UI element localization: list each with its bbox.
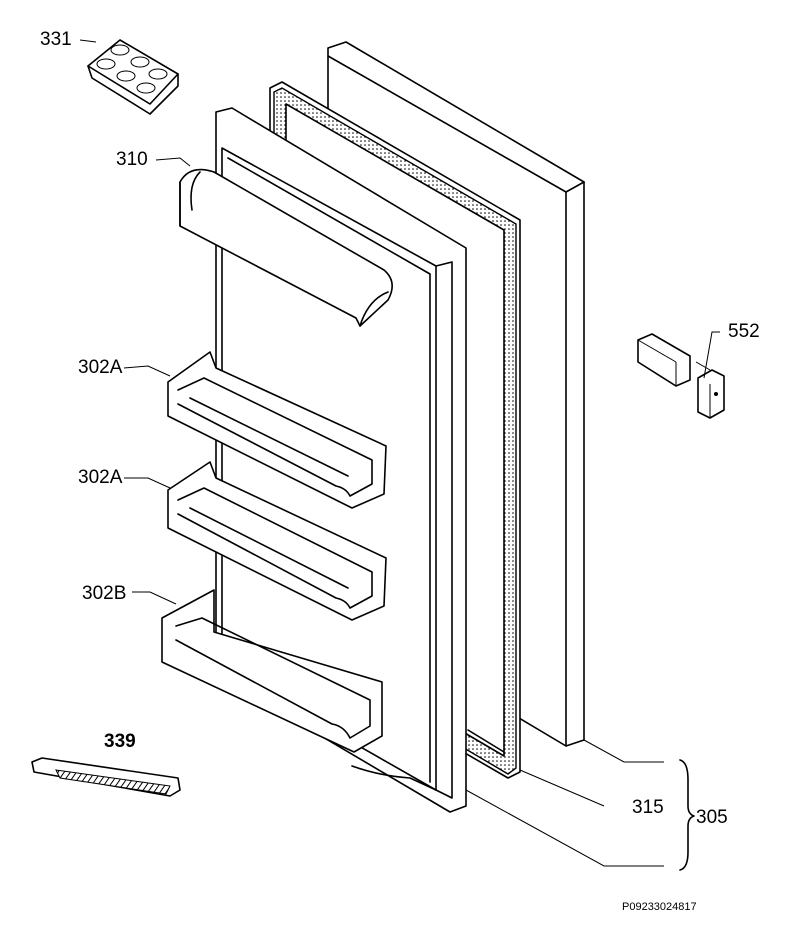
label-shelf-b: 302B	[82, 583, 127, 604]
label-shelf-a-middle: 302A	[78, 467, 123, 488]
leader-lines	[79, 39, 720, 871]
label-bottle-rack: 339	[104, 731, 136, 752]
label-egg-tray: 331	[40, 29, 72, 50]
bottle-rack-part	[31, 757, 181, 797]
label-butter-lid: 310	[116, 149, 148, 170]
label-shelf-a-upper: 302A	[78, 357, 123, 378]
door-shelf-middle	[167, 461, 387, 621]
door-shelf-upper	[167, 351, 387, 509]
butter-lid-part	[179, 168, 393, 327]
bottle-shelf	[161, 589, 383, 753]
label-gasket: 315	[632, 797, 664, 818]
label-hinge: 552	[728, 321, 760, 342]
label-door-assembly: 305	[696, 807, 728, 828]
document-id: P09233024817	[622, 901, 697, 913]
hinge-part	[637, 333, 725, 419]
egg-tray-part	[87, 39, 179, 115]
